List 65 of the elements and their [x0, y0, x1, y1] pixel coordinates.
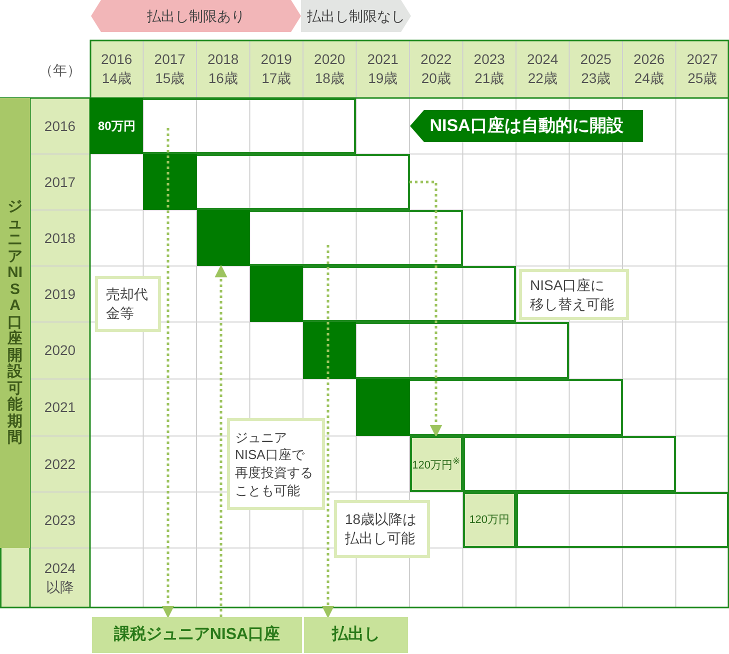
column-header: 2020 18歳: [313, 50, 346, 88]
column-header: 2017 15歳: [153, 50, 186, 88]
amount-label: 120万円: [469, 512, 510, 528]
column-header: 2024 22歳: [526, 50, 560, 88]
account-box: [304, 617, 408, 653]
contribution-block: [356, 379, 410, 436]
column-header: 2026 24歳: [632, 50, 666, 88]
account-period-frame: [90, 98, 356, 154]
row-header: 2022: [43, 454, 77, 474]
account-period-frame: [516, 492, 729, 548]
account-period-frame: [250, 266, 516, 322]
contribution-block: [196, 210, 250, 266]
pointer-banner: [410, 110, 643, 142]
banner-label: NISA口座は自動的に開設: [430, 114, 624, 137]
column-header: 2027 25歳: [686, 50, 719, 88]
band-label: ジュニアNISA口座開設可能期間: [8, 199, 22, 447]
account-period-frame: [462, 436, 676, 492]
callout-box: [334, 500, 430, 558]
dotted-arrow: [410, 180, 442, 438]
column-header: 2023 21歳: [472, 50, 506, 88]
dotted-arrow: [162, 128, 174, 618]
row-header: 2024 以降: [43, 559, 77, 597]
column-header: 2022 20歳: [420, 50, 453, 88]
callout-text: 18歳以降は払出し可能: [345, 510, 418, 548]
period-band: [0, 98, 30, 548]
year-unit-label: （年）: [38, 60, 82, 80]
account-label: 課税ジュニアNISA口座: [114, 624, 280, 646]
account-period-frame: [356, 379, 622, 436]
column-header: 2016 14歳: [100, 50, 134, 88]
column-header: 2025 23歳: [579, 50, 612, 88]
row-header: 2020: [43, 341, 77, 360]
phase-banner: [91, 0, 301, 32]
column-header: 2019 17歳: [260, 50, 293, 88]
account-period-frame: [196, 210, 463, 266]
banner-label: 払出し制限あり: [147, 6, 245, 26]
row-header: 2019: [43, 284, 77, 304]
contribution-block: [303, 322, 356, 379]
amount-label: 120万円$^{※}$: [412, 454, 460, 474]
column-header: 2021 19歳: [366, 50, 400, 88]
row-header: 2017: [43, 172, 77, 192]
contribution-cell: [462, 492, 516, 548]
account-label: 払出し: [332, 624, 380, 646]
contribution-block: [250, 266, 303, 322]
contribution-block: [90, 98, 144, 154]
callout-text: ジュニアNISA口座で再度投資することも可能: [235, 428, 314, 500]
contribution-block: [143, 154, 196, 210]
callout-box: [519, 269, 629, 320]
dotted-arrow: [322, 245, 334, 618]
dotted-arrow: [214, 264, 228, 617]
account-period-frame: [303, 322, 570, 379]
banner-label: 払出し制限なし: [307, 6, 405, 26]
callout-text: 売却代金等: [106, 285, 149, 323]
phase-banner: [301, 0, 411, 32]
callout-box: [95, 276, 161, 332]
row-header: 2023: [43, 510, 77, 530]
amount-label: 80万円: [98, 118, 136, 134]
row-header: 2021: [43, 398, 77, 417]
row-header: 2016: [43, 116, 77, 136]
account-period-frame: [143, 154, 410, 210]
contribution-cell: [410, 436, 463, 492]
row-header: 2018: [43, 228, 77, 248]
callout-box: [227, 418, 325, 510]
account-box: [92, 617, 302, 653]
column-header: 2018 16歳: [206, 50, 240, 88]
callout-text: NISA口座に移し替え可能: [530, 276, 615, 314]
